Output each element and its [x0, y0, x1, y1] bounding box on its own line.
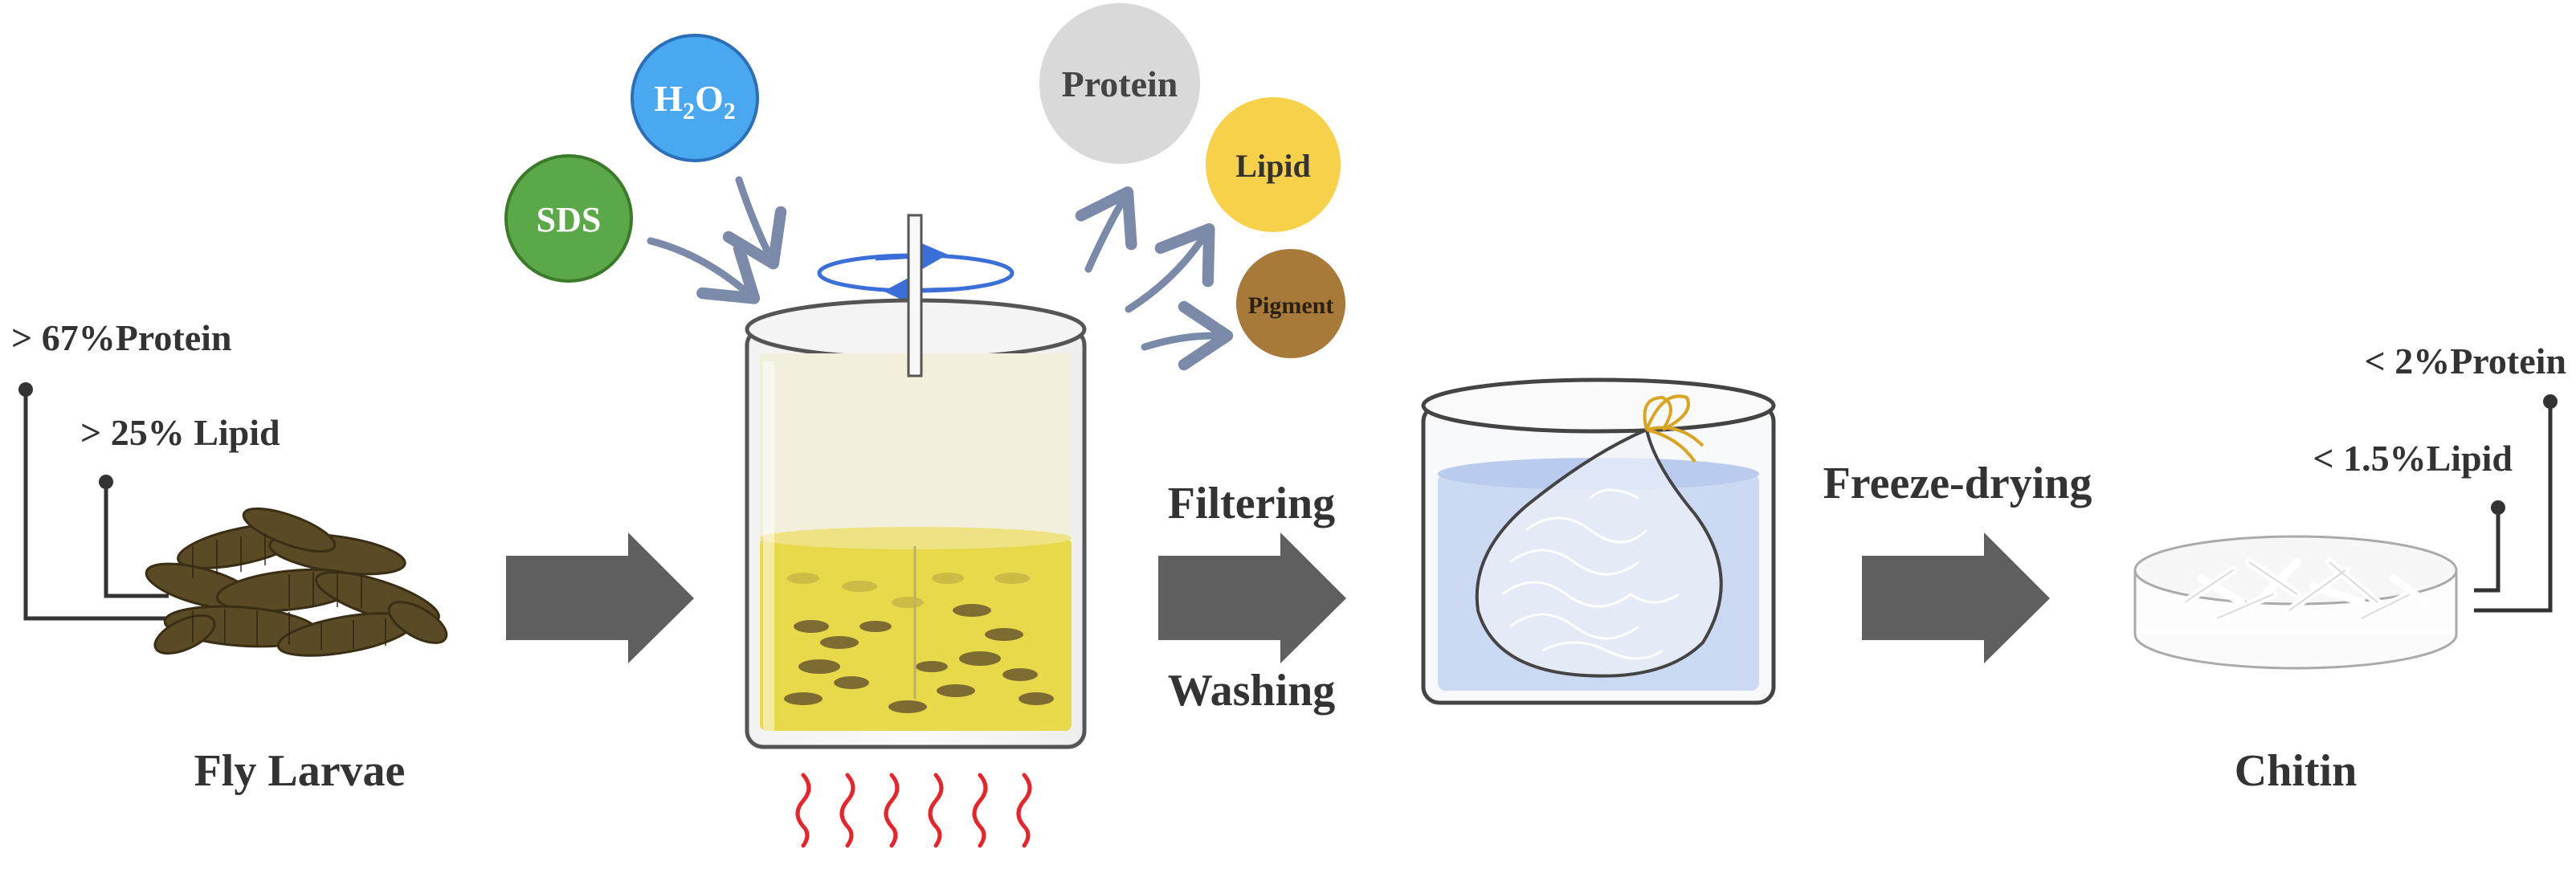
protein-after-label: < 2%Protein: [2365, 341, 2567, 381]
callout-dot: [99, 475, 113, 489]
reaction-beaker: [745, 214, 1087, 749]
lipid-before-label: > 25% Lipid: [80, 412, 280, 453]
sds-inflow-arrow: [647, 237, 761, 304]
freeze-drying-label: Freeze-drying: [1823, 459, 2092, 508]
tie-string: [1643, 394, 1704, 463]
callout-dot: [18, 382, 33, 397]
pigment-outflow-arrow: [1141, 300, 1234, 371]
composition-after-callout: < 2%Protein < 1.5%Lipid: [2313, 341, 2567, 613]
process-arrow-3: [1862, 532, 2050, 663]
lipid-output: Lipid: [1206, 97, 1341, 232]
pigment-output-label: Pigment: [1248, 292, 1334, 319]
filtering-label: Filtering: [1168, 479, 1335, 528]
h2o2-inflow-arrow: [722, 176, 787, 270]
process-arrow-2: [1158, 532, 1346, 663]
pigment-output: Pigment: [1236, 249, 1345, 358]
h2o2-label: H2O2: [654, 78, 736, 124]
callout-dot: [2491, 500, 2505, 515]
lipid-output-label: Lipid: [1235, 148, 1310, 184]
washing-tank: [1421, 377, 1776, 705]
protein-before-label: > 67%Protein: [11, 317, 232, 358]
washing-label: Washing: [1168, 666, 1336, 716]
fly-larvae-image: [145, 507, 448, 657]
chitin-label: Chitin: [2235, 746, 2358, 796]
lipid-after-label: < 1.5%Lipid: [2313, 438, 2513, 479]
sds-reagent: SDS: [504, 154, 633, 283]
sds-label: SDS: [537, 200, 602, 239]
protein-output: Protein: [1039, 3, 1200, 164]
stirrer-rod: [907, 214, 923, 377]
composition-before-callout: > 67%Protein > 25% Lipid: [11, 317, 280, 621]
h2o2-reagent: H2O2: [631, 34, 759, 162]
chitin-dish: [2133, 535, 2458, 670]
protein-outflow-arrow: [1075, 186, 1137, 273]
protein-output-label: Protein: [1062, 63, 1178, 104]
heat-icon: [795, 773, 1032, 848]
lipid-outflow-arrow: [1125, 223, 1215, 313]
callout-dot: [2543, 394, 2558, 409]
process-arrow-1: [506, 532, 694, 663]
fly-larvae-label: Fly Larvae: [194, 746, 406, 796]
